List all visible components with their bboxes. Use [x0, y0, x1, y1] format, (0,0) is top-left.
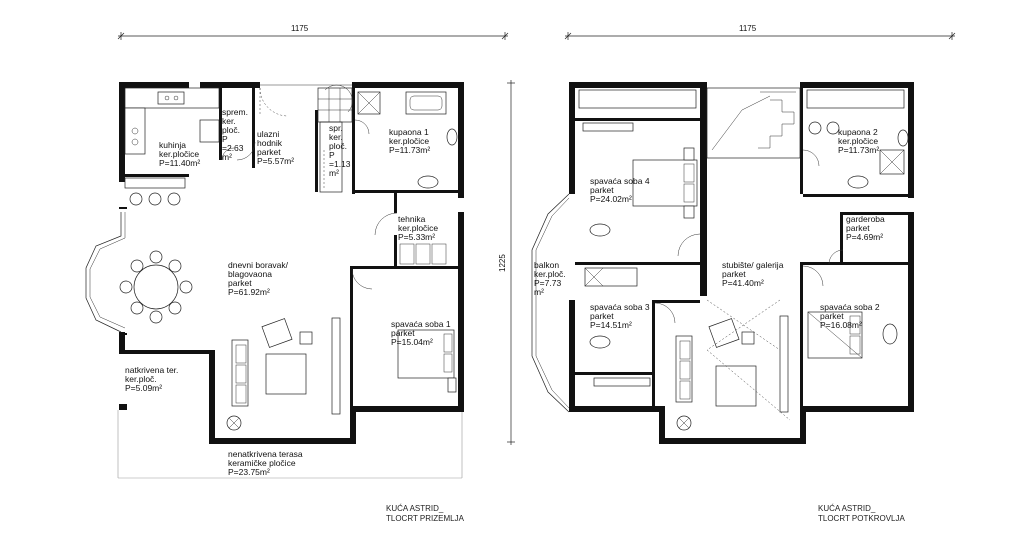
- kuhinja-area: P=11.40m²: [159, 158, 200, 168]
- room-label-tehnika: tehnika ker.pločice P=5.33m²: [398, 214, 438, 242]
- room-label-galerija: stubište/ galerija parket P=41.40m²: [722, 260, 784, 288]
- hodnik-finish: parket: [257, 147, 281, 157]
- garderoba-name: garderoba: [846, 214, 885, 224]
- room-label-kupaona1: kupaona 1 ker.pločice P=11.73m²: [389, 127, 430, 155]
- balkon-name: balkon: [534, 260, 559, 270]
- soba3-name: spavaća soba 3: [590, 302, 650, 312]
- width-label-left: 1175: [291, 24, 309, 33]
- room-label-soba4: spavaća soba 4 parket P=24.02m²: [590, 176, 650, 204]
- galerija-name: stubište/ galerija: [722, 260, 784, 270]
- kupaona2-finish: ker.pločice: [838, 136, 878, 146]
- ground-floor-plan: [85, 82, 464, 479]
- garderoba-area: P=4.69m²: [846, 232, 883, 242]
- height-label: 1225: [498, 254, 507, 272]
- hodnik-area: P=5.57m²: [257, 156, 294, 166]
- room-label-sprem: sprem. ker. ploč. P =2.63 m²: [222, 107, 248, 162]
- caption-attic-title: KUĆA ASTRID_: [818, 504, 876, 513]
- room-label-kupaona2: kupaona 2 ker.pločice P=11.73m²: [838, 127, 879, 155]
- room-label-garderoba: garderoba parket P=4.69m²: [846, 214, 885, 242]
- dimension-height: 1225: [498, 80, 515, 445]
- sprem-area-p: P: [222, 134, 228, 144]
- kupaona1-name: kupaona 1: [389, 127, 429, 137]
- soba2-finish: parket: [820, 311, 844, 321]
- room-label-spr: spr. ker. ploč. P =1.13 m²: [329, 123, 351, 178]
- spr-finish2: ploč.: [329, 141, 347, 151]
- room-label-balkon: balkon ker.ploč. P=7.73 m²: [534, 260, 566, 297]
- terasa-area: P=23.75m²: [228, 467, 270, 477]
- boravak-area: P=61.92m²: [228, 287, 270, 297]
- room-label-kuhinja: kuhinja ker.pločice P=11.40m²: [159, 140, 200, 168]
- tehnika-finish: ker.pločice: [398, 223, 438, 233]
- boravak-name1: dnevni boravak/: [228, 260, 289, 270]
- spr-area-p: P: [329, 150, 335, 160]
- balkon-finish: ker.ploč.: [534, 269, 566, 279]
- hodnik-name2: hodnik: [257, 138, 283, 148]
- caption-ground-subtitle: TLOCRT PRIZEMLJA: [386, 514, 465, 523]
- spr-name: spr.: [329, 123, 343, 133]
- dimension-top-right: 1175: [564, 24, 956, 40]
- sprem-finish1: ker.: [222, 116, 236, 126]
- kuhinja-finish: ker.pločice: [159, 149, 199, 159]
- sprem-name: sprem.: [222, 107, 248, 117]
- kupaona2-name: kupaona 2: [838, 127, 878, 137]
- natkrivena-finish: ker.ploč.: [125, 374, 157, 384]
- caption-attic-floor: KUĆA ASTRID_ TLOCRT POTKROVLJA: [818, 504, 906, 523]
- sprem-area-unit: m²: [222, 152, 232, 162]
- terasa-finish: keramičke pločice: [228, 458, 296, 468]
- natkrivena-area: P=5.09m²: [125, 383, 162, 393]
- soba1-finish: parket: [391, 328, 415, 338]
- terasa-name: nenatkrivena terasa: [228, 449, 303, 459]
- caption-ground-title: KUĆA ASTRID_: [386, 504, 444, 513]
- room-label-hodnik: ulazni hodnik parket P=5.57m²: [257, 129, 294, 166]
- soba4-name: spavaća soba 4: [590, 176, 650, 186]
- room-label-soba2: spavaća soba 2 parket P=16.08m²: [820, 302, 880, 330]
- sprem-finish2: ploč.: [222, 125, 240, 135]
- natkrivena-name: natkrivena ter.: [125, 365, 178, 375]
- soba2-name: spavaća soba 2: [820, 302, 880, 312]
- soba1-area: P=15.04m²: [391, 337, 433, 347]
- balkon-area-unit: m²: [534, 287, 544, 297]
- attic-floor-plan: [531, 82, 914, 444]
- kupaona1-area: P=11.73m²: [389, 145, 430, 155]
- room-label-natkrivena: natkrivena ter. ker.ploč. P=5.09m²: [125, 365, 178, 393]
- spr-area-value: =1.13: [329, 159, 351, 169]
- galerija-finish: parket: [722, 269, 746, 279]
- tehnika-area: P=5.33m²: [398, 232, 435, 242]
- tehnika-name: tehnika: [398, 214, 426, 224]
- kuhinja-name: kuhinja: [159, 140, 186, 150]
- soba4-area: P=24.02m²: [590, 194, 632, 204]
- spr-area-unit: m²: [329, 168, 339, 178]
- soba1-name: spavaća soba 1: [391, 319, 451, 329]
- kupaona1-finish: ker.pločice: [389, 136, 429, 146]
- width-label-right: 1175: [739, 24, 757, 33]
- boravak-finish: parket: [228, 278, 252, 288]
- room-label-soba1: spavaća soba 1 parket P=15.04m²: [391, 319, 451, 347]
- galerija-area: P=41.40m²: [722, 278, 764, 288]
- kupaona2-area: P=11.73m²: [838, 145, 879, 155]
- soba2-area: P=16.08m²: [820, 320, 862, 330]
- boravak-name2: blagovaona: [228, 269, 272, 279]
- dimension-top-left: 1175: [117, 24, 509, 40]
- caption-attic-subtitle: TLOCRT POTKROVLJA: [818, 514, 906, 523]
- soba3-finish: parket: [590, 311, 614, 321]
- soba4-finish: parket: [590, 185, 614, 195]
- sprem-area-value: =2.63: [222, 143, 244, 153]
- spr-finish1: ker.: [329, 132, 343, 142]
- caption-ground-floor: KUĆA ASTRID_ TLOCRT PRIZEMLJA: [386, 504, 465, 523]
- room-label-boravak: dnevni boravak/ blagovaona parket P=61.9…: [228, 260, 289, 297]
- room-label-terasa: nenatkrivena terasa keramičke pločice P=…: [228, 449, 303, 477]
- balkon-area-value: P=7.73: [534, 278, 561, 288]
- room-label-soba3: spavaća soba 3 parket P=14.51m²: [590, 302, 650, 330]
- garderoba-finish: parket: [846, 223, 870, 233]
- soba3-area: P=14.51m²: [590, 320, 632, 330]
- hodnik-name1: ulazni: [257, 129, 279, 139]
